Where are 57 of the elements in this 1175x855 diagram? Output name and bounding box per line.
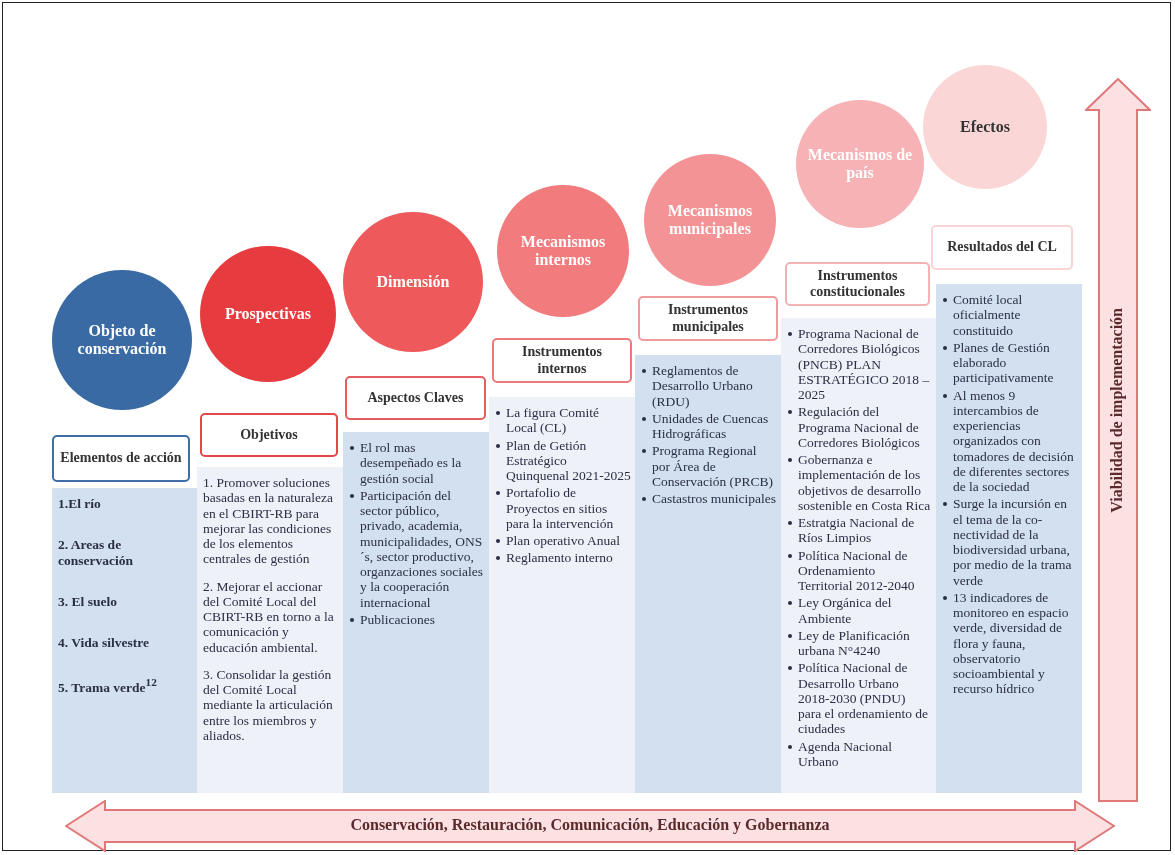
list-item: 2. Mejorar el accionar del Comité Local del CBIRT-RB en torno a la comunicación y educación ambiental. [203,578,335,655]
list-item: Gobernanza e implementación de los objetivos de desarrollo sostenible en Costa Rica [798,452,932,513]
stage-circle: Prospectivas [200,246,336,382]
list-item: Portafolio de Proyectos en sitios para la intervención [506,485,615,531]
arrow-label: Viabilidad de implementación [1108,308,1126,513]
list-item: Surge la incursión en el tema de la co-nectividad de la biodiversidad urbana, por medio de la trama verde [953,496,1073,588]
list-item: Al menos 9 intercambios de experiencias organizados con tomadores de decisión de diferentes sectores de la sociedad [953,387,1075,495]
content-panel [635,355,781,793]
list-item: Ley Orgánica del Ambiente [798,595,893,626]
list-item: Unidades de Cuencas Hidrográficas [652,410,770,442]
list-item: Política Nacional de Ordenamiento Territorial 2012-2040 [798,547,916,594]
list-item: 5. Trama verde$^{12}$ [58,676,158,695]
content-panel [197,467,343,793]
column-header: Instrumentos constitucionales [785,262,930,306]
column-header: Instrumentos municipales [638,296,778,341]
list-item: Estratgia Nacional de Ríos Limpios [798,515,916,546]
arrow-label: Conservación, Restauración, Comunicación, Educación y Gobernanza [349,816,831,834]
content-panel [781,318,936,793]
list-item: Comité local oficialmente constituido [953,292,1024,338]
list-item: 13 indicadores de monitoreo en espacio verde, diversidad de flora y fauna, observatorio socioambiental y recurso hídrico [953,589,1070,697]
stage-circle: Dimensión [343,212,483,352]
stage-circle: Mecanismos municipales [644,154,776,286]
content-panel [489,397,635,793]
column-header: Instrumentos internos [492,338,632,383]
content-panel [343,432,489,793]
column-header: Elementos de acción [52,435,190,482]
list-item: Política Nacional de Desarrollo Urbano 2018-2030 (PNDU) para el ordenamiento de ciudades [798,660,930,737]
list-item: Ley de Planificación urbana N°4240 [798,627,911,659]
list-item: Regulación del Programa Nacional de Corredores Biológicos [798,404,921,450]
stage-circle: Mecanismos internos [497,185,629,317]
list-item: Plan de Getión Estratégico Quinquenal 2021-2025 [506,437,631,484]
list-item: 1.El río [58,496,102,512]
list-item: 1. Promover soluciones basadas en la naturaleza en el CBIRT-RB para mejorar las condiciones de los elementos centrales de gestión [203,475,335,567]
list-item: Agenda Nacional Urbano [798,738,894,769]
column-header: Objetivos [200,413,338,457]
list-item: Participación del sector público, privado, academia, municipalidades, ONS´s, sector productivo, organzaciones sociales y la cooperación internacional [360,487,485,610]
content-panel [52,488,197,793]
list-item: 4. Vida silvestre [58,635,150,651]
list-item: Castastros municipales [652,491,777,507]
list-item: 3. El suelo [58,593,118,609]
column-header: Resultados del CL [931,225,1073,270]
stage-circle: Efectos [923,65,1047,189]
content-panel [936,284,1082,793]
stage-circle: Objeto de conservación [52,270,192,410]
list-item: Publicaciones [360,611,436,627]
list-item: La figura Comité Local (CL) [506,405,600,436]
list-item: El rol mas desempeñado es la gestión social [360,440,463,486]
column-header: Aspectos Claves [345,376,486,420]
list-item: Programa Regional por Área de Conservación (PRCB) [652,443,775,489]
list-item: Programa Nacional de Corredores Biológicos (PNCB) PLAN ESTRATÉGICO 2018 – 2025 [798,326,931,403]
stage-circle: Mecanismos de país [796,100,924,228]
list-item: 2. Areas de conservación [58,537,134,568]
list-item: Reglamentos de Desarrollo Urbano (RDU) [652,363,754,409]
list-item: Planes de Gestión elaborado participativamente [953,339,1055,386]
list-item: 3. Consolidar la gestión del Comité Local mediante la articulación entre los miembros y aliados. [203,666,334,743]
list-item: Reglamento interno [506,550,614,566]
list-item: Plan operativo Anual [506,533,621,549]
